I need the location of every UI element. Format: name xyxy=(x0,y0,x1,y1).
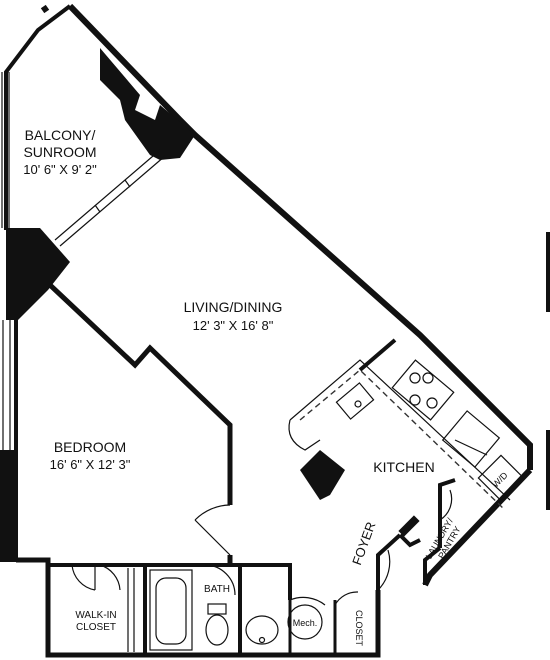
toilet-icon xyxy=(205,603,229,646)
bathtub-icon xyxy=(149,569,193,651)
balcony-label: BALCONY/ xyxy=(25,127,96,143)
refrigerator-icon xyxy=(441,410,501,468)
sink-icon xyxy=(245,615,279,645)
walkin-label-2: CLOSET xyxy=(76,622,116,633)
outer-walls xyxy=(4,3,550,658)
wall-masses xyxy=(0,4,345,562)
walkin-label: WALK-IN xyxy=(75,610,116,621)
living-label: LIVING/DINING xyxy=(184,299,283,315)
doors xyxy=(71,489,453,606)
washer-dryer-icon xyxy=(477,454,525,502)
balcony-label-2: SUNROOM xyxy=(23,144,96,160)
stove-icon xyxy=(391,359,455,421)
balcony-dims: 10' 6" X 9' 2" xyxy=(23,162,97,177)
foyer-label: FOYER xyxy=(349,520,378,567)
living-dims: 12' 3" X 16' 8" xyxy=(193,318,274,333)
closet-label: CLOSET xyxy=(354,610,364,647)
mech-label: Mech. xyxy=(293,618,318,628)
mech-circle-icon xyxy=(287,604,323,640)
bedroom-dims: 16' 6" X 12' 3" xyxy=(50,457,131,472)
washer-dryer-label: W/D xyxy=(490,470,510,490)
kitchen-fixtures xyxy=(288,359,525,511)
kitchen-label: KITCHEN xyxy=(373,459,434,475)
bedroom-label: BEDROOM xyxy=(54,439,126,455)
bath-label: BATH xyxy=(204,584,230,595)
bath-fixtures xyxy=(127,568,323,652)
